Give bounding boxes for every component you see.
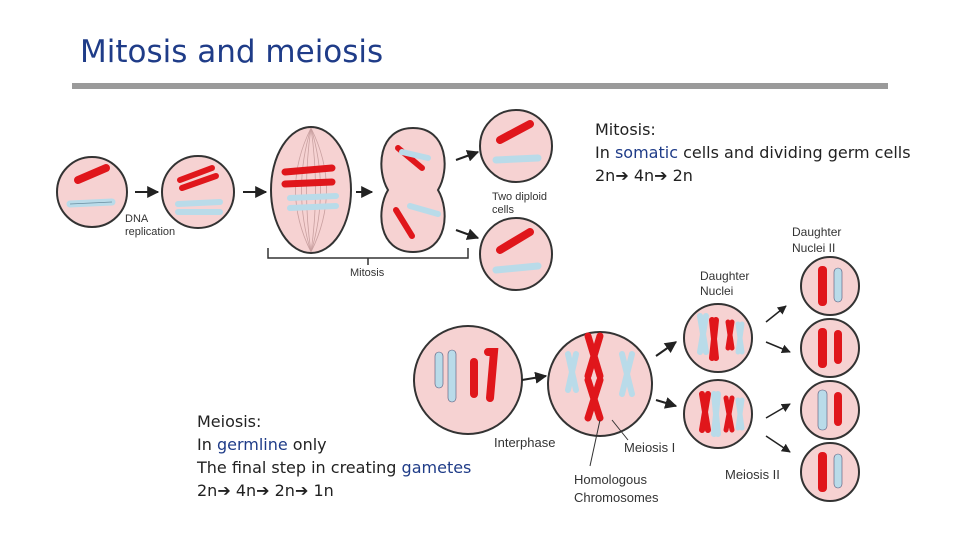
meiosis-interphase-cell (413, 325, 523, 435)
mitosis-daughter-cell-top (479, 109, 553, 183)
mitosis-heading: Mitosis: (595, 120, 656, 139)
arrow-meiosis-2a (655, 341, 677, 357)
two-diploid-label-2: cells (492, 204, 515, 216)
arrow-4b (455, 228, 480, 240)
mitosis-cell-1 (56, 156, 128, 228)
dna-replication-label-1: DNA (125, 213, 149, 225)
homologous-pointer (589, 419, 601, 467)
mitosis-description: Mitosis: In somatic cells and dividing g… (595, 118, 911, 187)
meiosis-diagram: Interphase Meiosis I Homologous Chromoso… (413, 225, 860, 505)
mitosis-cell-3-metaphase (270, 126, 352, 254)
meiosis-heading: Meiosis: (197, 412, 262, 431)
meiosis-description: Meiosis: In germline only The final step… (197, 410, 471, 502)
meiosis-i-pointer (611, 419, 629, 441)
meiosis-i-cell (547, 331, 653, 437)
daughter-nucleus-1 (683, 303, 753, 373)
meiosis-line-germline: In germline only (197, 435, 327, 454)
daughter-nucleus-2 (683, 379, 753, 449)
germline-highlight: germline (216, 435, 288, 454)
daughter-nucleus-ii-1 (800, 256, 860, 316)
homologous-label-1: Homologous (574, 472, 647, 487)
homologous-label-2: Chromosomes (574, 490, 659, 505)
dna-replication-label-2: replication (125, 226, 175, 238)
mitosis-cell-2 (161, 155, 235, 229)
somatic-highlight: somatic (614, 143, 678, 162)
daughter-nuclei-label-2: Nuclei (700, 284, 733, 298)
arrow-meiosis-3a (765, 305, 787, 323)
mitosis-diagram: DNA replication Mitosis Two diploid cell… (56, 109, 553, 291)
gametes-highlight: gametes (401, 458, 472, 477)
arrow-meiosis-3c (765, 403, 791, 419)
arrow-meiosis-1 (521, 371, 548, 384)
daughter-nuclei-ii-label-2: Nuclei II (792, 241, 835, 255)
meiosis-ii-label: Meiosis II (725, 467, 780, 482)
daughter-nucleus-ii-4 (800, 442, 860, 502)
mitosis-label: Mitosis (350, 267, 385, 279)
interphase-label: Interphase (494, 435, 555, 450)
mitosis-line-somatic: In somatic cells and dividing germ cells (595, 143, 911, 162)
mitosis-daughter-cell-bottom (479, 217, 553, 291)
arrow-4a (455, 150, 480, 162)
daughter-nucleus-ii-2 (800, 318, 860, 378)
meiosis-i-label: Meiosis I (624, 440, 675, 455)
mitosis-ploidy: 2n➔ 4n➔ 2n (595, 166, 693, 185)
title-divider (72, 83, 888, 89)
arrow-meiosis-3b (765, 341, 791, 354)
daughter-nuclei-ii-label-1: Daughter (792, 225, 841, 239)
mitosis-cell-4-telophase (380, 126, 446, 254)
arrow-meiosis-3d (765, 435, 791, 453)
slide-title: Mitosis and meiosis (80, 34, 384, 70)
meiosis-ploidy: 2n➔ 4n➔ 2n➔ 1n (197, 481, 334, 500)
arrow-meiosis-2b (655, 397, 678, 409)
meiosis-line-gametes: The final step in creating gametes (197, 458, 472, 477)
two-diploid-label-1: Two diploid (492, 191, 547, 203)
daughter-nuclei-label-1: Daughter (700, 269, 749, 283)
daughter-nucleus-ii-3 (800, 380, 860, 440)
